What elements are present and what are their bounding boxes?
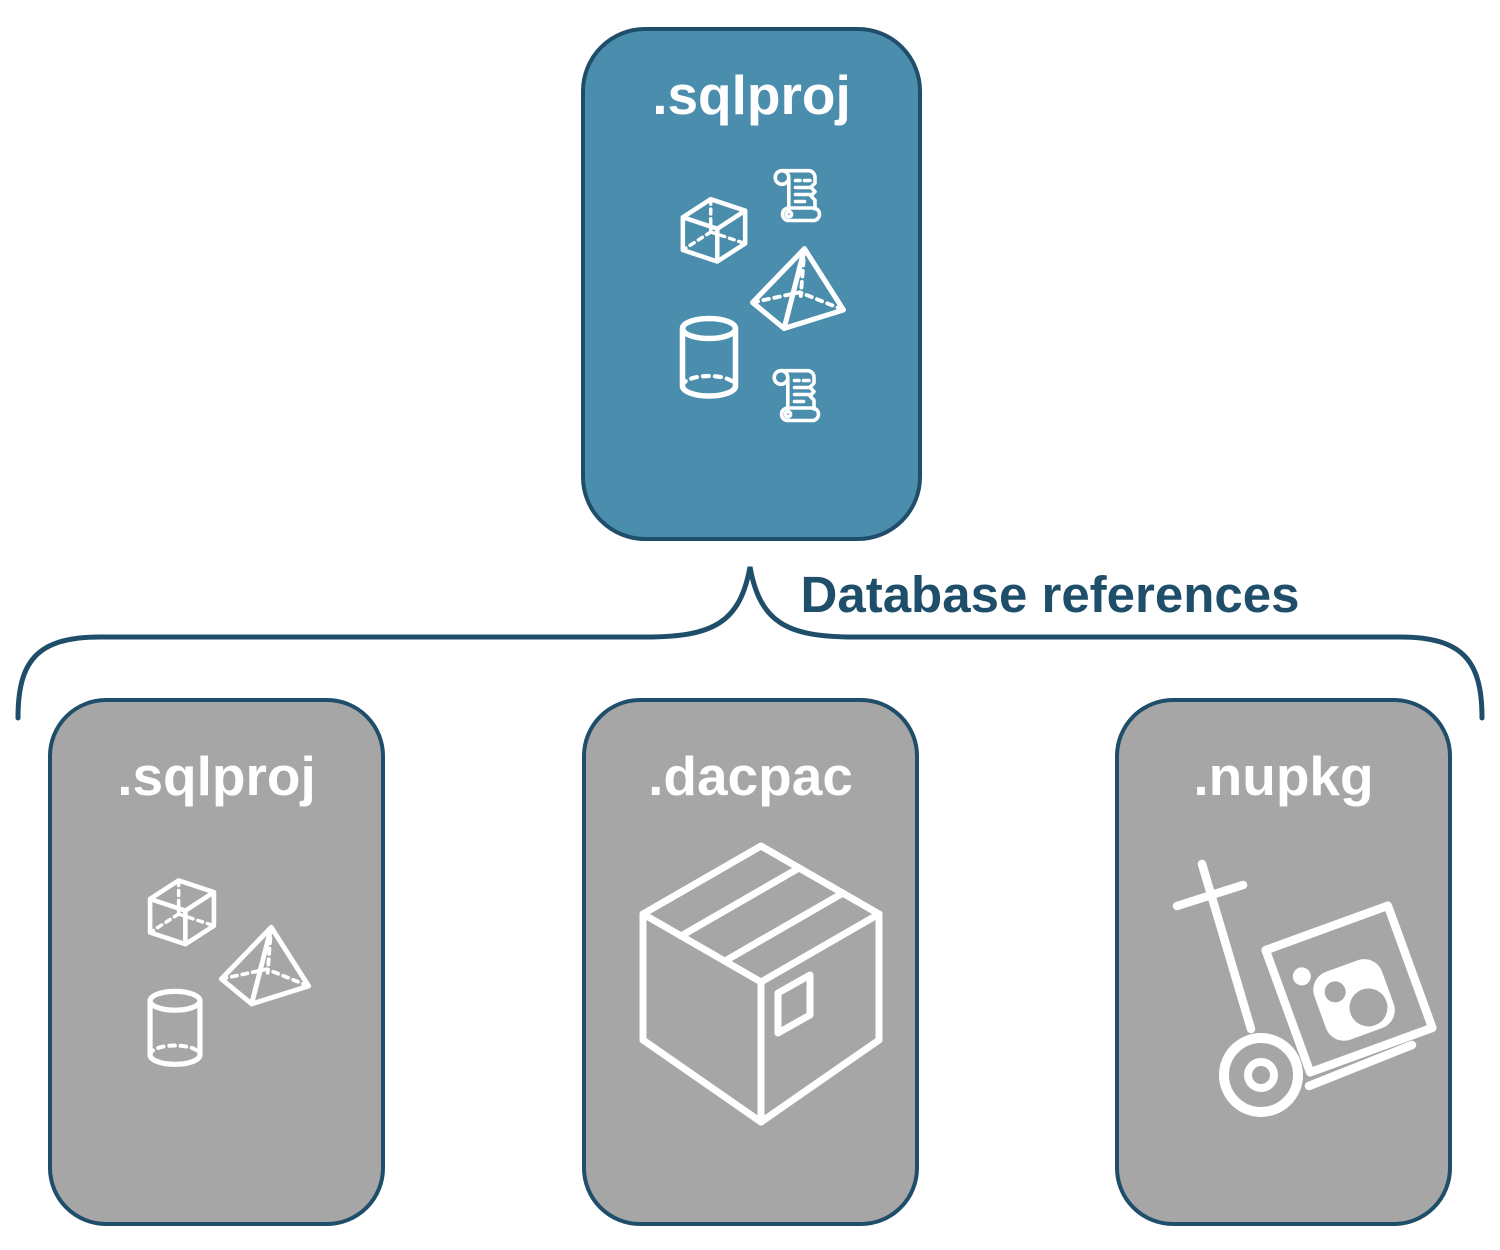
cylinder-icon: [679, 315, 739, 399]
child-node-sqlproj: .sqlproj: [48, 698, 385, 1226]
root-node-sqlproj: .sqlproj: [581, 27, 922, 541]
child-node-label: .nupkg: [1193, 745, 1374, 807]
child-node-label: .dacpac: [648, 745, 853, 807]
root-node-label: .sqlproj: [652, 64, 851, 126]
cube-icon: [147, 878, 217, 947]
pyramid-icon: [750, 246, 846, 331]
nuget-hand-truck-icon: [1172, 859, 1437, 1117]
cylinder-icon: [147, 988, 203, 1067]
cube-icon: [680, 196, 748, 264]
child-node-dacpac: .dacpac: [582, 698, 919, 1226]
child-node-nupkg: .nupkg: [1115, 698, 1452, 1226]
pyramid-icon: [218, 924, 312, 1007]
package-box-icon: [639, 842, 883, 1126]
connector-label: Database references: [800, 566, 1300, 623]
child-node-label: .sqlproj: [117, 745, 316, 807]
scroll-icon: [772, 368, 821, 423]
scroll-icon: [773, 168, 822, 223]
